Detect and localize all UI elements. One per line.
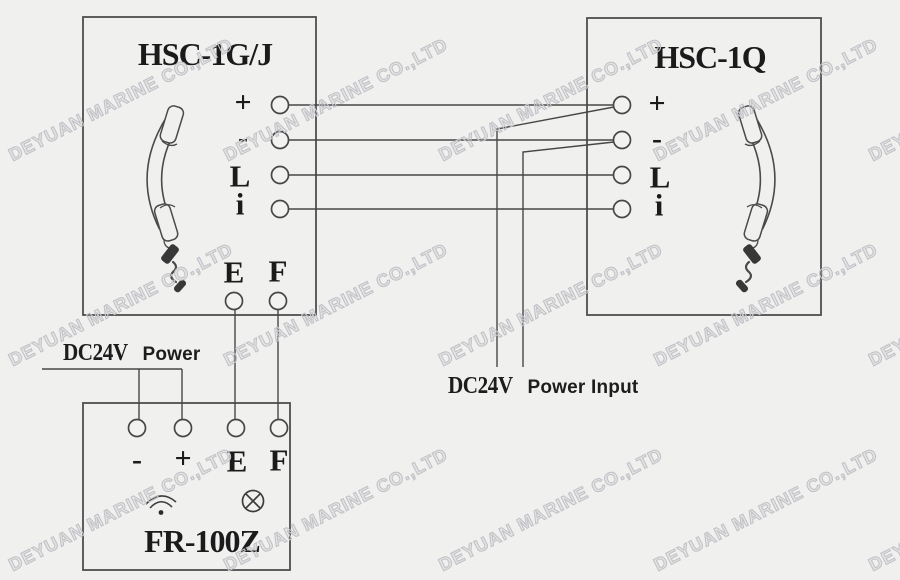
hsc1gj-terminal-f [268,291,288,311]
hsc1gj-terminal-i [270,199,290,219]
dc24v-power-input-prefix: DC24V [448,373,513,399]
fr100z-title: FR-100Z [144,523,261,559]
handset-icon [735,104,769,293]
terminal-label: - [132,443,142,476]
power-input-wire-negative [522,141,615,367]
terminal-label: F [268,253,288,289]
fr100z-terminal-e [226,418,246,438]
terminal-label: L [649,159,671,195]
dc24v-power-suffix: Power [142,344,201,365]
terminal-label: F [269,442,289,478]
terminal-label: i [235,186,245,222]
terminal-label: - [652,122,662,155]
terminal-label: L [229,158,251,194]
fr100z-box [82,402,291,571]
fr100z-terminal-minus [127,418,147,438]
hsc1q-terminal-minus [612,130,632,150]
lamp-icon [241,489,265,513]
power-input-wire-positive [496,106,615,367]
hsc1q-terminal-plus [612,95,632,115]
terminal-label: - [238,121,248,154]
dc24v-power-input-suffix: Power Input [527,377,639,398]
terminal-label: + [648,87,666,120]
hsc1q-box [586,17,822,316]
hsc1gj-terminal-minus [270,130,290,150]
terminal-label: + [174,442,192,475]
dc24v-power-prefix: DC24V [63,340,128,366]
terminal-label: E [226,443,248,479]
hsc1q-terminal-l [612,165,632,185]
terminal-label: + [234,86,252,119]
hsc1q-terminal-i [612,199,632,219]
terminal-label: i [654,187,664,223]
dc24v-power-label: DC24V Power [63,341,201,365]
hsc1gj-terminal-l [270,165,290,185]
handset-icon [153,104,187,293]
hsc1q-title: HSC-1Q [654,39,766,75]
terminal-label: E [223,254,245,290]
hsc1gj-box [82,16,317,316]
hsc1gj-terminal-e [224,291,244,311]
dc24v-power-input-label: DC24V Power Input [448,374,638,398]
fr100z-terminal-plus [173,418,193,438]
fr100z-terminal-f [269,418,289,438]
hsc1gj-title: HSC-1G/J [137,36,273,72]
hsc1gj-terminal-plus [270,95,290,115]
buzzer-icon [145,495,177,515]
